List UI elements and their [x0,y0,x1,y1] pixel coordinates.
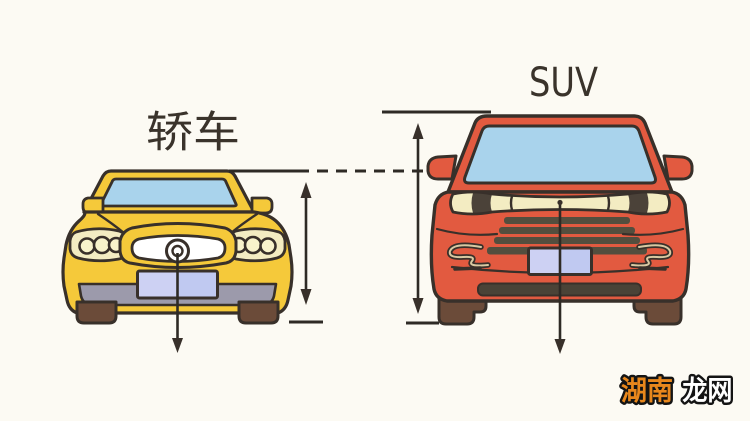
suv-center-arrowhead [554,339,566,354]
suv-bumper-crease-left [435,227,499,236]
suv-label: SUV [529,60,599,106]
suv-grille-slat-2 [499,227,635,234]
sedan-mirror-right [250,196,274,215]
watermark-part-1: 湖南 [621,376,673,407]
suv-mirror-right [662,154,694,181]
sedan-label: 轿车 [146,108,240,158]
sedan-illustration [61,169,294,325]
suv-height-arrowhead-down [412,298,424,314]
height-annotations [172,110,566,354]
suv-headlight-dark-left [471,192,492,214]
suv-mirror-left [426,154,458,181]
sedan-wheel-right [237,300,280,325]
suv-fog-underline-right [638,266,667,271]
suv-headlight-dark-right [628,192,649,214]
sedan-height-arrowhead-up [300,182,312,198]
suv-windshield [463,124,657,185]
suv-headlight-divider-left [509,194,514,212]
sedan-headlamp-left-1 [78,237,96,255]
suv-fog-underline-left [453,266,482,271]
sedan-headlamp-right-3 [259,237,277,255]
suv-grille-slat-1 [504,217,630,224]
watermark: 湖南 龙网 [621,376,732,407]
sedan-license-plate-shade [177,272,216,297]
sedan-wheel-left [75,300,118,325]
suv-license-plate-shade [560,249,590,273]
suv-headlight-divider-right [606,194,611,212]
sedan-headlamp-right-2 [243,235,263,255]
sedan-center-arrowhead [172,338,183,353]
suv-fog-light-left-inner [448,244,489,267]
suv-fog-light-right-inner [631,244,672,267]
sedan-height-arrowhead-down [300,289,312,305]
watermark-part-2: 龙网 [682,376,732,407]
suv-hood-dot [557,199,563,206]
suv-height-arrowhead-up [412,123,424,139]
suv-grille-slat-3 [494,237,640,244]
suv-bumper-crease-right [621,227,685,236]
sedan-headlamp-left-2 [92,235,112,255]
sedan-windshield [99,177,238,208]
